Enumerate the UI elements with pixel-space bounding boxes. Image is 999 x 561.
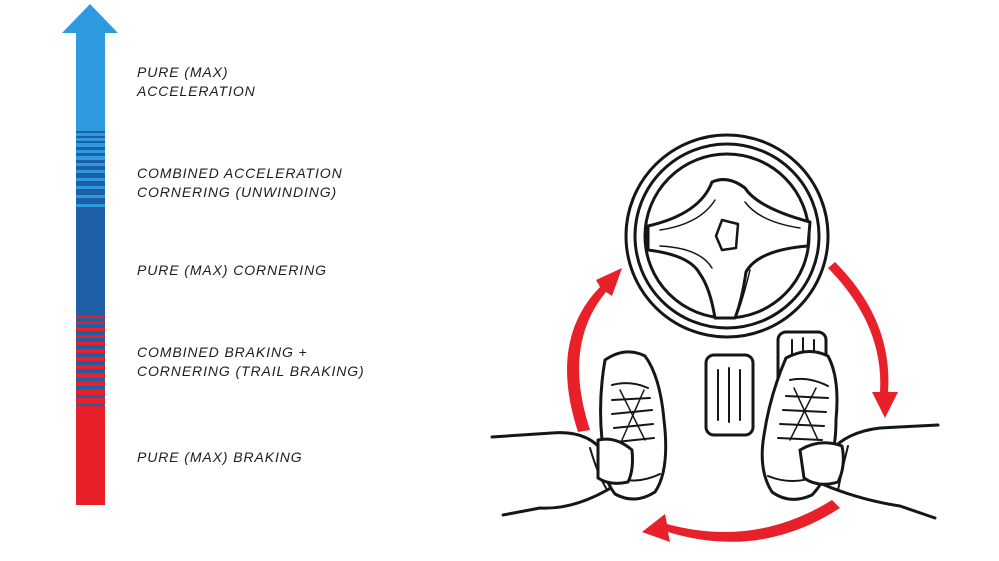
driver-cockpit-illustration [490, 133, 940, 542]
phase-label-trail-braking: COMBINED BRAKING + CORNERING (TRAIL BRAK… [137, 343, 365, 381]
phase-label-line: PURE (MAX) BRAKING [137, 449, 303, 465]
phase-label-line: PURE (MAX) [137, 64, 229, 80]
phase-label-line: CORNERING (TRAIL BRAKING) [137, 363, 365, 379]
phase-label-line: COMBINED BRAKING + [137, 344, 308, 360]
phase-label-line: PURE (MAX) CORNERING [137, 262, 327, 278]
steering-wheel-icon [624, 133, 830, 339]
phase-label-line: CORNERING (UNWINDING) [137, 184, 338, 200]
phase-label-line: ACCELERATION [137, 83, 256, 99]
phase-label-pure-braking: PURE (MAX) BRAKING [137, 448, 303, 467]
phase-label-pure-acceleration: PURE (MAX) ACCELERATION [137, 63, 256, 101]
phase-label-combined-acceleration: COMBINED ACCELERATION CORNERING (UNWINDI… [137, 164, 343, 202]
phase-label-pure-cornering: PURE (MAX) CORNERING [137, 261, 327, 280]
up-arrow-icon [62, 4, 118, 505]
cycle-arrows-icon [567, 262, 898, 542]
phase-label-line: COMBINED ACCELERATION [137, 165, 343, 181]
feet-icon [490, 350, 940, 520]
